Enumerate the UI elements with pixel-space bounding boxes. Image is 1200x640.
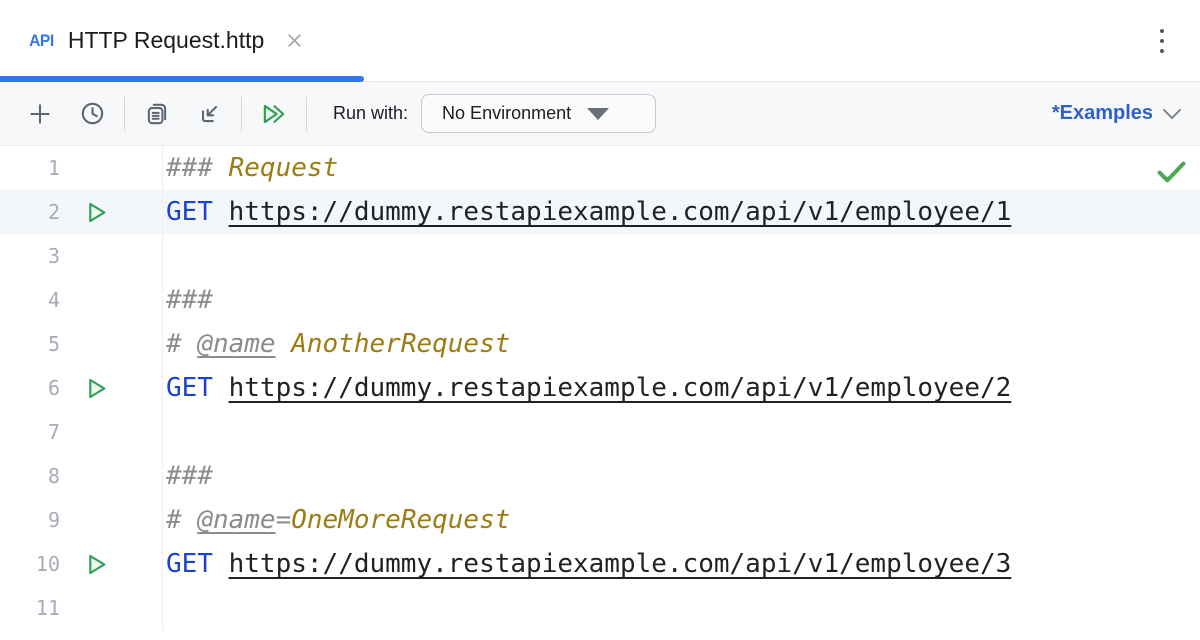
line-number: 6 — [47, 376, 60, 400]
editor-line-9[interactable]: 9 # @name=OneMoreRequest — [0, 498, 1200, 542]
history-button[interactable] — [72, 94, 112, 134]
editor-line-2[interactable]: 2 GET https://dummy.restapiexample.com/ap… — [0, 190, 1200, 234]
line-number: 2 — [47, 200, 60, 224]
gutter-icon-slot — [74, 586, 118, 630]
gutter: 3 — [0, 234, 163, 278]
editor-line-7[interactable]: 7 — [0, 410, 1200, 454]
line-number: 11 — [35, 596, 60, 620]
code-token-comment: = — [275, 505, 292, 535]
code-line-content: GET https://dummy.restapiexample.com/api… — [163, 190, 1011, 234]
editor-line-11[interactable]: 11 — [0, 586, 1200, 630]
gutter: 10 — [0, 542, 163, 586]
code-token-comment-underline: @name — [197, 329, 276, 359]
code-token-method: GET — [166, 549, 229, 579]
run-all-requests-button[interactable] — [254, 94, 294, 134]
gutter: 8 — [0, 454, 163, 498]
gutter-icon-slot — [74, 454, 118, 498]
environment-selected-value: No Environment — [442, 103, 572, 123]
tab-http-request-file[interactable]: API HTTP Request.http — [0, 0, 364, 82]
toolbar-separator — [241, 96, 242, 131]
run-request-icon[interactable] — [74, 190, 118, 234]
gutter-icon-slot — [74, 410, 118, 454]
run-configuration-name: *Examples — [1051, 102, 1153, 124]
gutter: 1 — [0, 146, 163, 190]
code-token-name: OneMoreRequest — [291, 505, 511, 535]
active-tab-indicator — [0, 76, 364, 82]
line-number: 10 — [35, 552, 60, 576]
code-token-comment — [276, 329, 292, 359]
add-request-button[interactable] — [20, 94, 60, 134]
gutter: 7 — [0, 410, 163, 454]
more-options-icon[interactable] — [1154, 23, 1170, 59]
import-requests-button[interactable] — [189, 94, 229, 134]
toolbar-separator — [306, 96, 307, 131]
code-line-content: ### — [163, 454, 213, 498]
gutter-icon-slot — [74, 278, 118, 322]
line-number: 1 — [47, 156, 60, 180]
environment-select[interactable]: No Environment — [421, 94, 657, 133]
gutter: 4 — [0, 278, 163, 322]
code-line-content: ### Request — [163, 146, 338, 190]
editor-line-5[interactable]: 5 # @name AnotherRequest — [0, 322, 1200, 366]
http-toolbar: Run with: No Environment *Examples — [0, 82, 1200, 146]
line-number: 7 — [47, 420, 60, 444]
tab-title: HTTP Request.http — [67, 27, 265, 53]
code-token-method: GET — [166, 373, 229, 403]
code-token-comment: ### — [166, 461, 213, 491]
code-token-name: AnotherRequest — [291, 329, 511, 359]
gutter-icon-slot — [74, 322, 118, 366]
run-configuration-select[interactable]: *Examples — [1052, 102, 1186, 125]
gutter-icon-slot — [74, 234, 118, 278]
line-number: 5 — [47, 332, 60, 356]
editor-line-10[interactable]: 10 GET https://dummy.restapiexample.com/a… — [0, 542, 1200, 586]
line-number: 9 — [47, 508, 60, 532]
close-tab-icon[interactable] — [286, 32, 303, 49]
code-token-url: https://dummy.restapiexample.com/api/v1/… — [228, 549, 1012, 579]
code-token-name: Request — [228, 153, 339, 183]
gutter: 11 — [0, 586, 163, 630]
editor-line-3[interactable]: 3 — [0, 234, 1200, 278]
editor-line-8[interactable]: 8 ### — [0, 454, 1200, 498]
code-line-content: # @name AnotherRequest — [163, 322, 510, 366]
code-line-content: # @name=OneMoreRequest — [163, 498, 510, 542]
gutter: 9 — [0, 498, 163, 542]
code-token-method: GET — [166, 197, 229, 227]
gutter: 6 — [0, 366, 163, 410]
run-request-icon[interactable] — [74, 542, 118, 586]
code-token-url: https://dummy.restapiexample.com/api/v1/… — [228, 197, 1012, 227]
code-token-comment: # — [166, 505, 198, 535]
toolbar-separator — [124, 96, 125, 131]
line-number: 3 — [47, 244, 60, 268]
line-number: 8 — [47, 464, 60, 488]
editor-line-4[interactable]: 4 ### — [0, 278, 1200, 322]
run-request-icon[interactable] — [74, 366, 118, 410]
code-token-comment: ### — [166, 285, 213, 315]
code-token-comment: ### — [166, 153, 229, 183]
line-number: 4 — [47, 288, 60, 312]
code-token-comment-underline: @name — [197, 505, 276, 535]
editor-line-1[interactable]: 1 ### Request — [0, 146, 1200, 190]
code-line-content: GET https://dummy.restapiexample.com/api… — [163, 542, 1011, 586]
inspections-ok-icon[interactable] — [1156, 160, 1187, 188]
editor-tab-bar: API HTTP Request.http — [0, 0, 1200, 82]
editor-line-6[interactable]: 6 GET https://dummy.restapiexample.com/ap… — [0, 366, 1200, 410]
dropdown-arrow-icon — [587, 107, 610, 120]
code-token-comment: # — [166, 329, 198, 359]
gutter-icon-slot — [74, 146, 118, 190]
code-token-url: https://dummy.restapiexample.com/api/v1/… — [228, 373, 1012, 403]
code-line-content: ### — [163, 278, 213, 322]
chevron-down-icon — [1163, 108, 1181, 119]
code-line-content: GET https://dummy.restapiexample.com/api… — [163, 366, 1011, 410]
gutter-icon-slot — [74, 498, 118, 542]
run-with-label: Run with: — [333, 103, 409, 123]
gutter: 5 — [0, 322, 163, 366]
copy-request-button[interactable] — [137, 94, 177, 134]
gutter: 2 — [0, 190, 163, 234]
api-file-type-icon: API — [29, 30, 54, 50]
